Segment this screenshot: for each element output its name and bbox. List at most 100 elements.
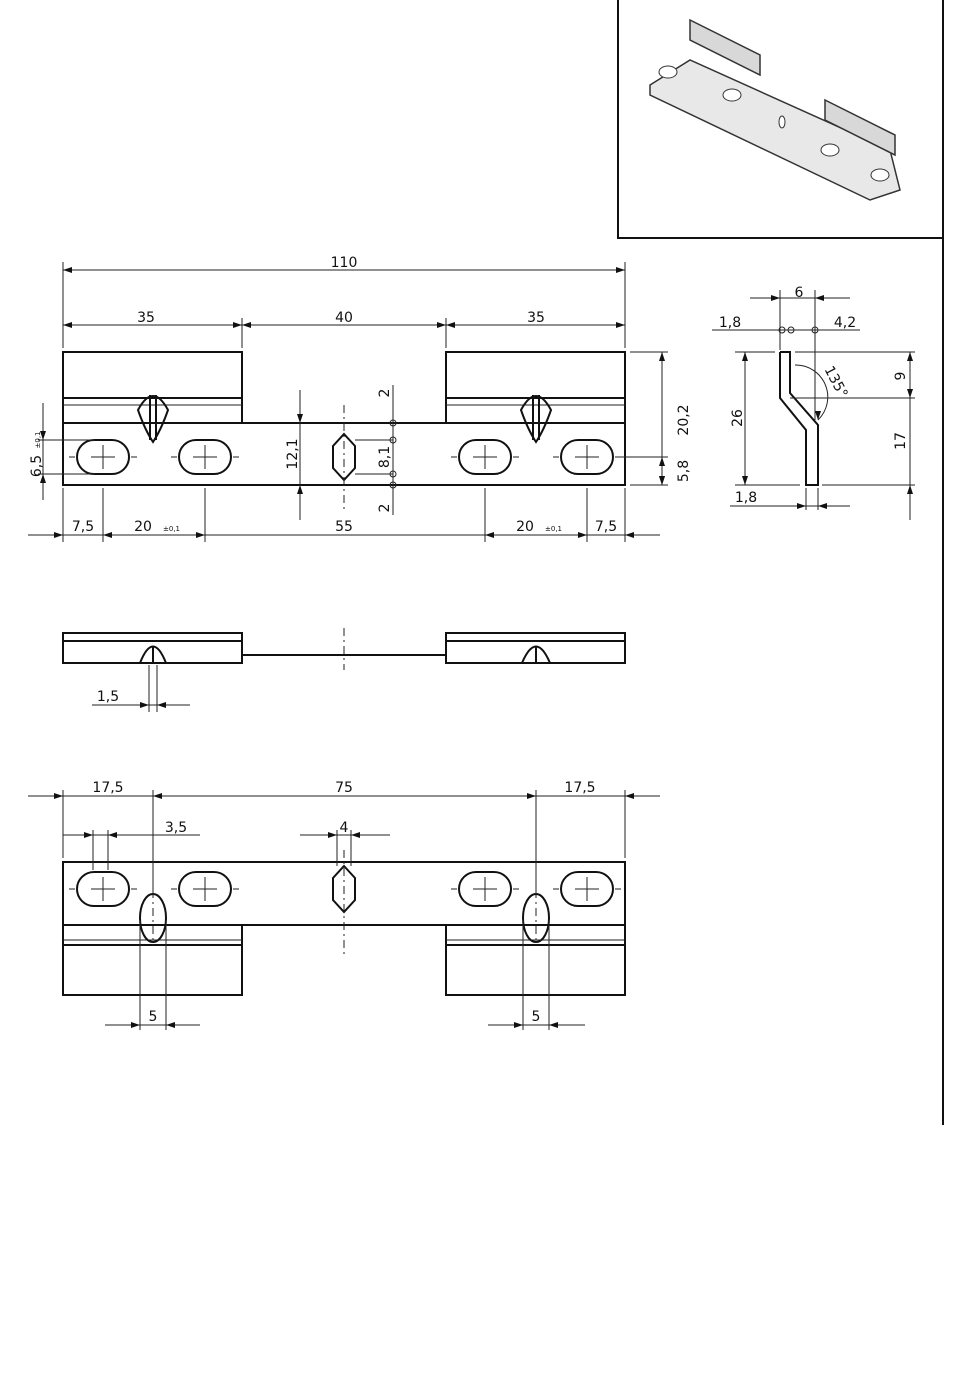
arrowhead bbox=[166, 1022, 175, 1028]
dim-side-offset: 4,2 bbox=[834, 315, 856, 331]
dimension-point bbox=[787, 326, 795, 334]
dim-slot-width: 3,5 bbox=[165, 820, 187, 836]
arrowhead bbox=[797, 503, 806, 509]
dim-edge-left: 7,5 bbox=[72, 519, 94, 535]
dim-bend-angle: 135° bbox=[821, 363, 851, 400]
isometric-flange-left bbox=[689, 18, 761, 77]
dim-overall-length: 110 bbox=[331, 255, 358, 271]
isometric-hole bbox=[658, 65, 678, 79]
slot-hole bbox=[76, 871, 130, 907]
dim-side-upper: 9 bbox=[893, 372, 909, 381]
dim-slot-tol: ±0,1 bbox=[34, 432, 42, 449]
arrowhead bbox=[907, 389, 913, 398]
dim-segment-right: 35 bbox=[527, 310, 545, 326]
isometric-hole bbox=[722, 88, 742, 102]
arrowhead bbox=[742, 352, 748, 361]
arrowhead bbox=[549, 1022, 558, 1028]
arrowhead bbox=[242, 322, 251, 328]
arrowhead bbox=[514, 1022, 523, 1028]
arrowhead bbox=[54, 532, 63, 538]
dim-hex-height: 8,1 bbox=[377, 446, 393, 468]
arrowhead bbox=[742, 476, 748, 485]
arrowhead bbox=[907, 485, 913, 494]
dim-slot-height: 6,5 bbox=[29, 455, 45, 477]
oval-hole bbox=[522, 893, 550, 943]
arrowhead bbox=[527, 793, 536, 799]
slot-hole bbox=[560, 439, 614, 475]
arrowhead bbox=[40, 474, 46, 483]
embossed-tab bbox=[136, 395, 170, 444]
arrowhead bbox=[103, 532, 112, 538]
arrowhead bbox=[625, 532, 634, 538]
arrowhead bbox=[446, 322, 455, 328]
dim-segment-middle: 40 bbox=[335, 310, 353, 326]
slot-hole bbox=[178, 871, 232, 907]
flange-left bbox=[62, 351, 243, 424]
dimension-point bbox=[389, 470, 397, 478]
dim-pitch-left-tol: ±0,1 bbox=[163, 525, 180, 533]
dimension-point bbox=[389, 436, 397, 444]
dimension-point bbox=[389, 481, 397, 489]
dim-hole-offset: 5,8 bbox=[676, 460, 692, 482]
dimension-point bbox=[811, 326, 819, 334]
dim-center-span: 55 bbox=[335, 519, 353, 535]
arrowhead bbox=[616, 322, 625, 328]
dim-pitch-right: 20 bbox=[516, 519, 534, 535]
dim-gap-bottom: 2 bbox=[377, 504, 393, 513]
arrowhead bbox=[54, 793, 63, 799]
arrowhead bbox=[153, 793, 162, 799]
arrowhead bbox=[233, 322, 242, 328]
dim-bottom-edge-left: 17,5 bbox=[92, 780, 123, 796]
dim-bottom-edge-right: 17,5 bbox=[564, 780, 595, 796]
dim-gap-top: 2 bbox=[377, 389, 393, 398]
dim-side-lower: 17 bbox=[893, 432, 909, 450]
arrowhead bbox=[771, 295, 780, 301]
arrowhead bbox=[157, 702, 166, 708]
dim-side-width: 6 bbox=[795, 285, 804, 301]
arrowhead bbox=[196, 532, 205, 538]
dim-segment-left: 35 bbox=[137, 310, 155, 326]
dim-pitch-left: 20 bbox=[134, 519, 152, 535]
arrowhead bbox=[625, 793, 634, 799]
arrowhead bbox=[40, 431, 46, 440]
flange-right bbox=[445, 351, 626, 424]
drawing-geometry bbox=[28, 0, 944, 1125]
arrowhead bbox=[63, 322, 72, 328]
angle-arc bbox=[794, 364, 829, 421]
bottom-flange-right bbox=[445, 924, 626, 996]
arrowhead bbox=[63, 267, 72, 273]
dim-pitch-right-tol: ±0,1 bbox=[545, 525, 562, 533]
dim-strip-height: 12,1 bbox=[285, 438, 301, 469]
arrowhead bbox=[351, 832, 360, 838]
slot-hole bbox=[458, 439, 512, 475]
arrowhead bbox=[578, 532, 587, 538]
isometric-hole bbox=[820, 143, 840, 157]
dim-tab-width: 1,5 bbox=[97, 689, 119, 705]
dim-hex-width: 4 bbox=[340, 820, 349, 836]
isometric-flange-right bbox=[824, 98, 896, 157]
dimension-labels: 110 35 40 35 20,2 5,8 6,5 ±0,1 12,1 8,1 … bbox=[29, 255, 909, 1025]
arrowhead bbox=[297, 414, 303, 423]
arrowhead bbox=[815, 295, 824, 301]
arrowhead bbox=[140, 702, 149, 708]
isometric-hole bbox=[870, 168, 890, 182]
arrowhead bbox=[907, 352, 913, 361]
arrowhead bbox=[297, 485, 303, 494]
arrowhead bbox=[108, 832, 117, 838]
hex-hole bbox=[332, 432, 356, 482]
oval-hole bbox=[139, 893, 167, 943]
isometric-hex-hole bbox=[778, 115, 786, 129]
side-profile bbox=[779, 351, 819, 486]
arrowhead bbox=[659, 476, 665, 485]
dim-side-thickness-top: 1,8 bbox=[719, 315, 741, 331]
dimension-point bbox=[389, 419, 397, 427]
arrowhead bbox=[818, 503, 827, 509]
dim-oval-left: 5 bbox=[149, 1009, 158, 1025]
slot-hole bbox=[560, 871, 614, 907]
arrowhead bbox=[815, 411, 821, 420]
arrowhead bbox=[437, 322, 446, 328]
dim-edge-right: 7,5 bbox=[595, 519, 617, 535]
arrowhead bbox=[84, 832, 93, 838]
dim-bottom-span: 75 bbox=[335, 780, 353, 796]
